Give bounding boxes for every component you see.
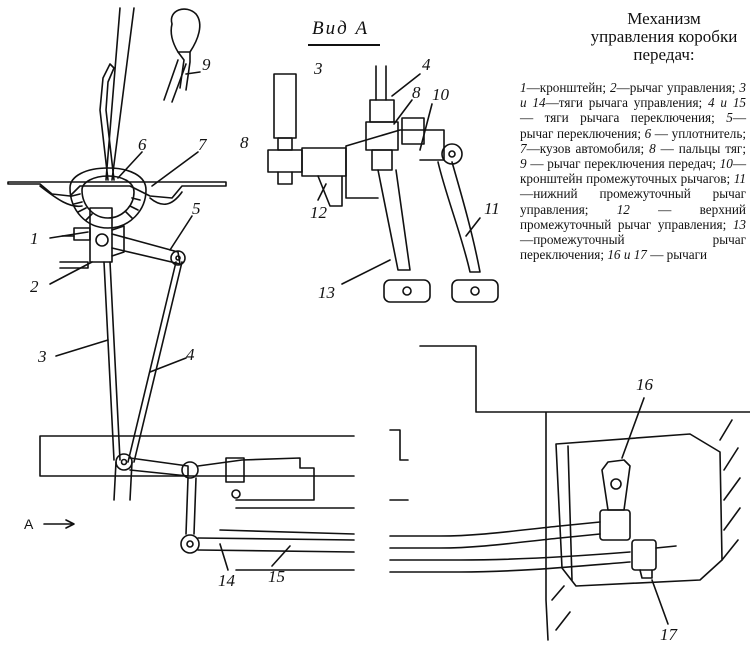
callout-view-11: 11 — [484, 199, 500, 218]
callout-2: 2 — [30, 277, 39, 296]
callout-view-10: 10 — [432, 85, 449, 104]
leader-lines-left — [49, 71, 291, 571]
legend-item: 2—рычаг управления; — [609, 80, 740, 95]
view-a-label: Вид А — [312, 18, 370, 39]
legend-item: 13—промежуточный рычаг переключения; — [520, 216, 746, 263]
rod-4 — [127, 261, 183, 463]
callout-view-12: 12 — [310, 203, 327, 222]
arrow-a-label: A — [24, 516, 34, 532]
legend-item: 12 — верхний промежуточный рычаг управле… — [520, 201, 746, 232]
view-a-assembly — [267, 65, 499, 303]
arrow-A — [43, 519, 75, 529]
legend-item: 4 и 15 — тяги рычага переключения; — [520, 95, 747, 126]
legend-item: 1—кронштейн; — [520, 80, 610, 95]
legend-item: 9 — рычаг переключения передач; — [520, 156, 720, 172]
floor-frame — [39, 435, 355, 571]
legend-item: 3 и 14—тяги рычага управления; — [520, 80, 746, 111]
legend-item: 7—кузов автомобиля; — [520, 140, 650, 156]
callout-view-13: 13 — [318, 283, 335, 302]
diagram-title: Механизм управления коробки передач: — [590, 9, 738, 64]
legend-item: 10—кронштейн промежуточных рычагов; — [520, 156, 746, 187]
callout-17: 17 — [660, 625, 677, 644]
shift-lever-9-upper — [99, 7, 135, 181]
callout-16: 16 — [636, 375, 653, 394]
legend-item: 8 — пальцы тяг; — [649, 140, 746, 156]
rod-3 — [103, 261, 121, 461]
legend-list: 1—кронштейн; 2—рычаг управления; 3 и 14—… — [520, 80, 746, 262]
callout-9: 9 — [202, 55, 211, 74]
body-floor-7 — [7, 181, 227, 208]
lower-linkage — [113, 453, 355, 554]
callout-1: 1 — [30, 229, 39, 248]
view-a-underline — [308, 44, 380, 46]
legend-item: 5—рычаг переключения; — [520, 110, 746, 141]
lower-right-view — [389, 345, 750, 641]
callout-15: 15 — [268, 567, 285, 586]
callout-14: 14 — [218, 571, 235, 590]
callout-view-8-left: 8 — [240, 133, 249, 152]
legend-item: 6 — уплотнитель; — [644, 125, 746, 141]
callout-7: 7 — [198, 135, 207, 154]
callout-view-3: 3 — [314, 59, 323, 78]
lever-5 — [111, 233, 186, 266]
callout-view-8-right: 8 — [412, 83, 421, 102]
shift-knob-9 — [163, 8, 201, 103]
callout-6: 6 — [138, 135, 147, 154]
leader-lines-lower-right — [621, 397, 669, 625]
legend-item: 11—нижний промежуточный рычаг управления… — [520, 171, 746, 217]
leader-lines-view-a — [317, 73, 481, 285]
boot-seal-6 — [69, 167, 147, 229]
callout-3: 3 — [38, 347, 47, 366]
callout-5: 5 — [192, 199, 201, 218]
legend-item: 16 и 17 — рычаги — [607, 247, 708, 263]
callout-view-4: 4 — [422, 55, 431, 74]
callout-4: 4 — [186, 345, 195, 364]
